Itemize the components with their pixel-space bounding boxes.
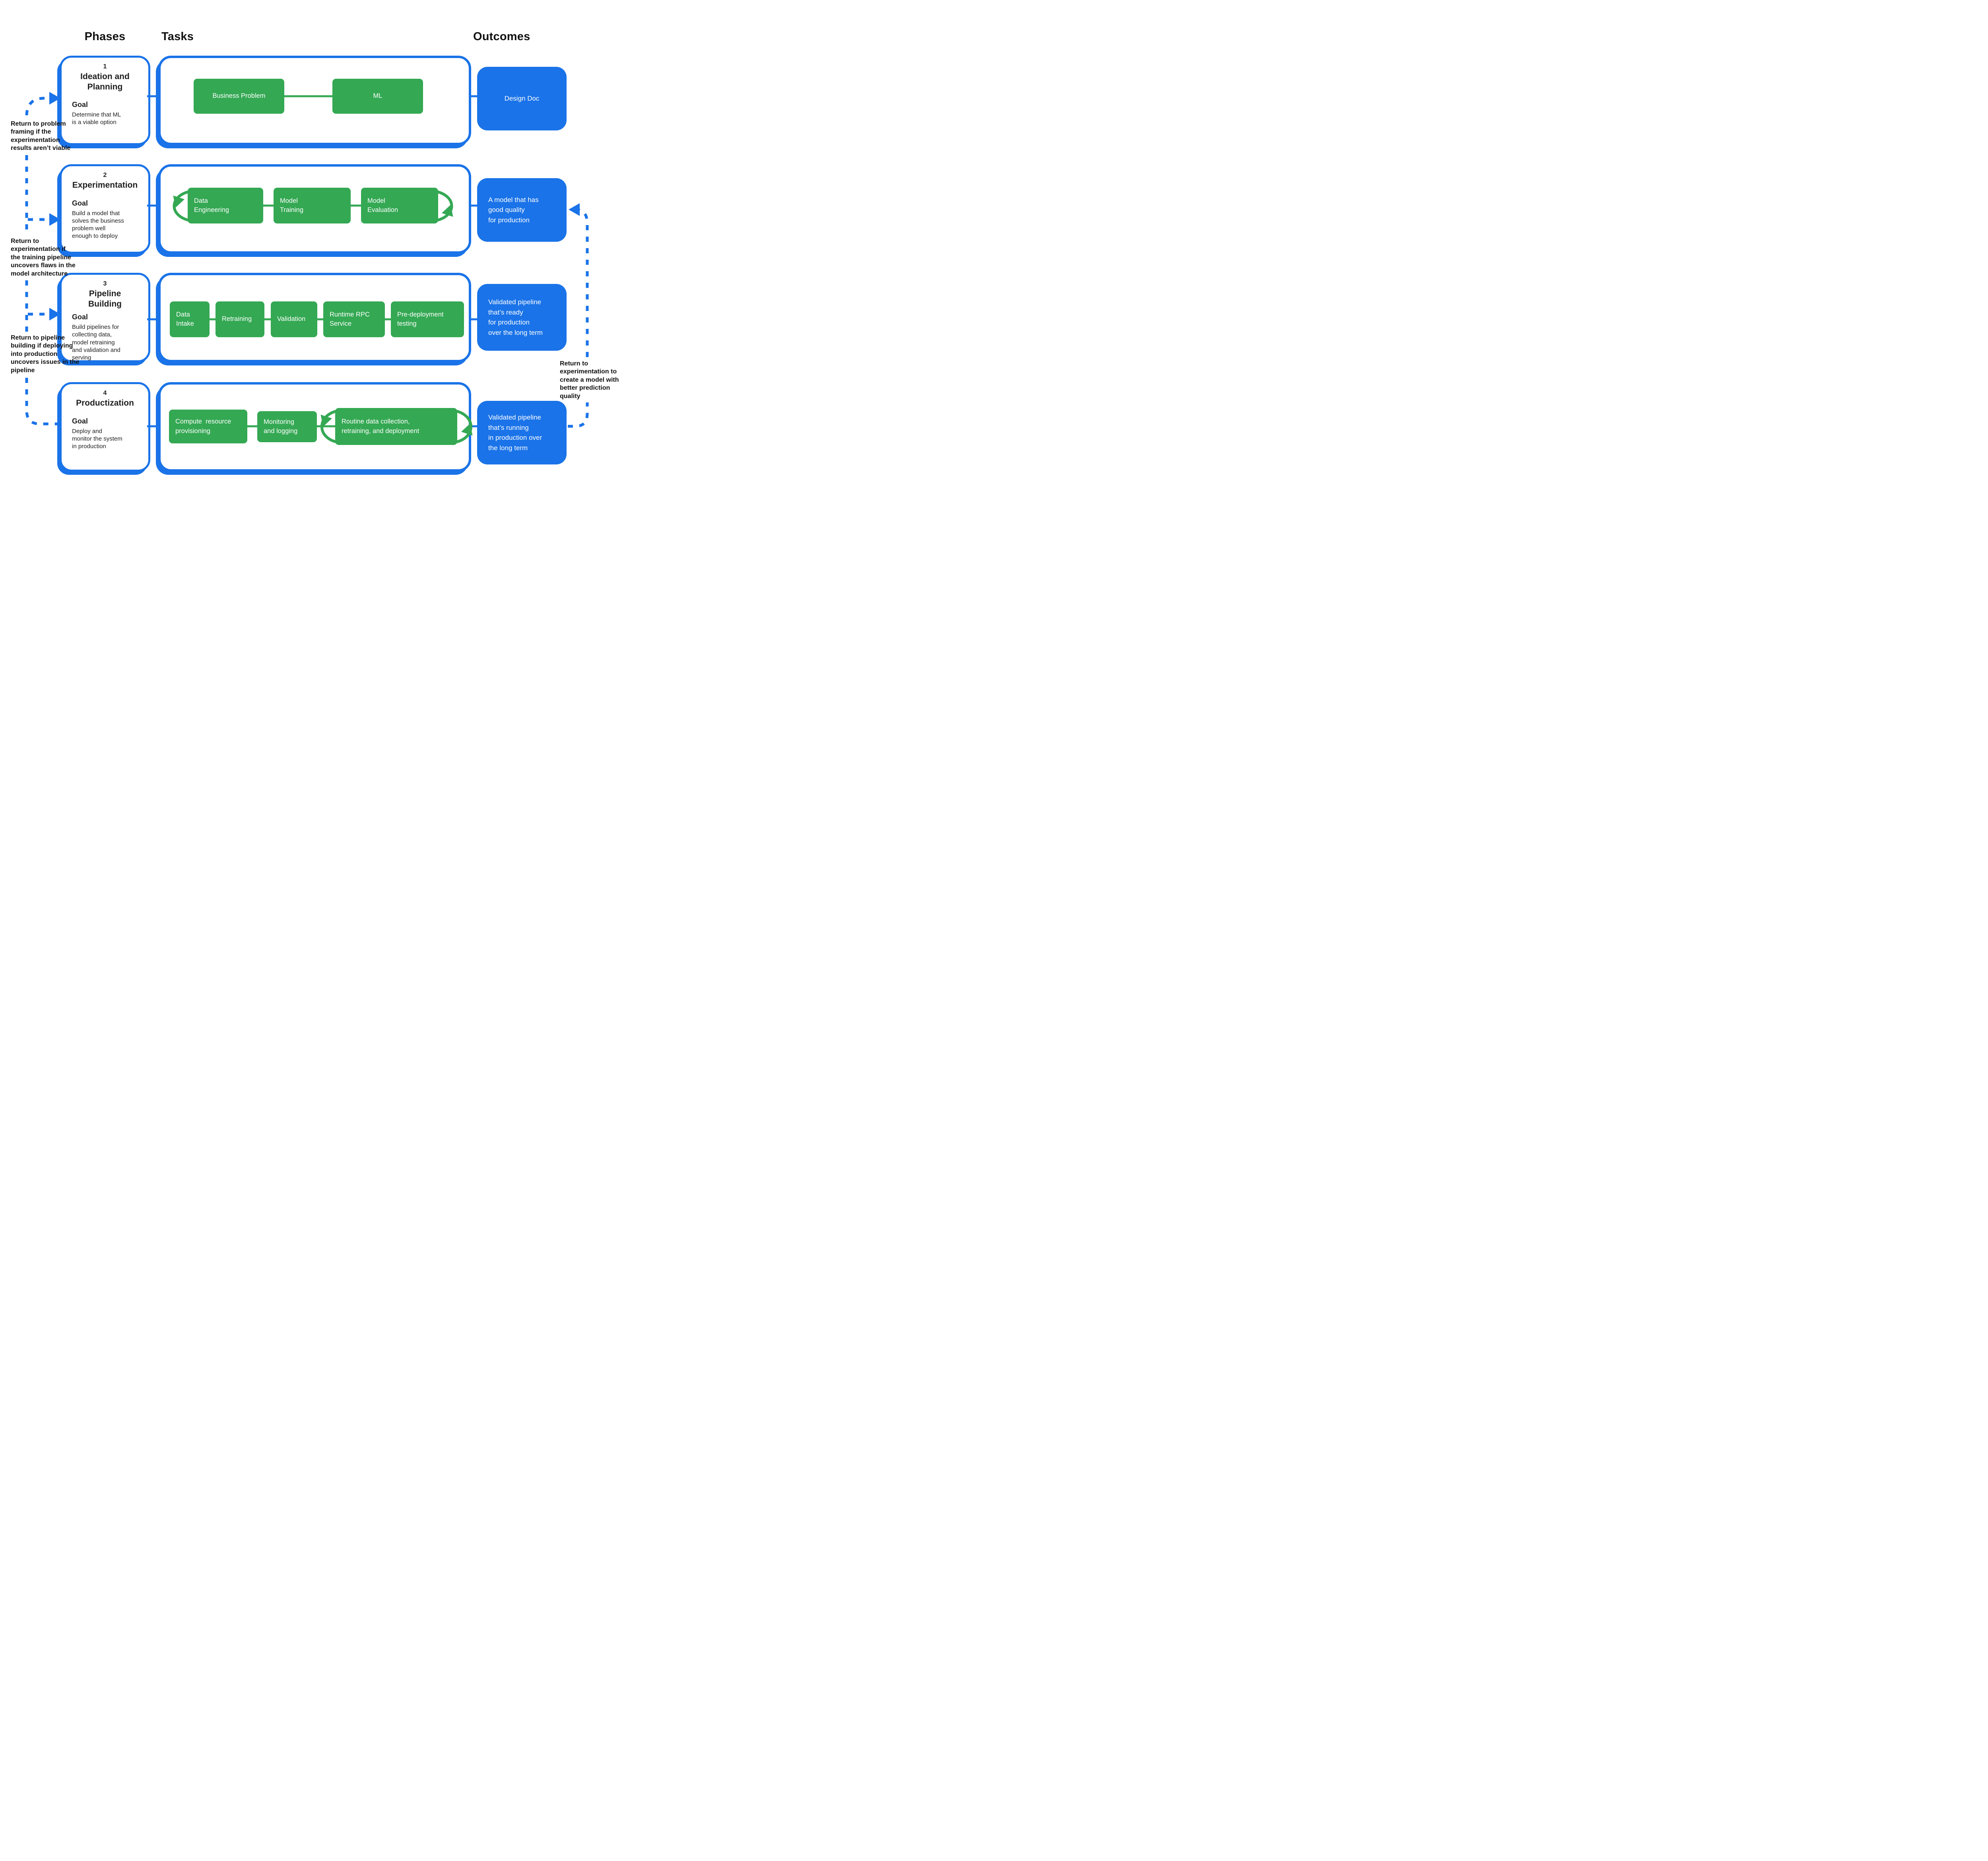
task-task-connectors — [210, 95, 391, 427]
feedback-arrowhead-ideation-icon — [49, 92, 60, 105]
note-return-to-problem-framing: Return to problem framing if the experim… — [11, 120, 71, 152]
tasks-column-header: Tasks — [161, 30, 194, 43]
phase-goal-block: Goal Deploy and monitor the system in pr… — [72, 417, 144, 451]
task-box-ml: ML — [332, 79, 423, 114]
phase-title: Pipeline Building — [88, 289, 122, 309]
task-box-pre-deployment-testing: Pre-deployment testing — [391, 301, 464, 337]
goal-text: Build pipelines for collecting data, mod… — [72, 324, 120, 361]
outcome-box-validated-pipeline-running: Validated pipeline that’s running in pro… — [477, 401, 567, 464]
feedback-arrowhead-model-quality-icon — [569, 203, 580, 216]
task-box-data-intake: Data Intake — [170, 301, 210, 337]
phase-number: 3 — [103, 280, 107, 287]
note-return-to-experimentation-quality: Return to experimentation to create a mo… — [560, 360, 619, 400]
goal-label: Goal — [72, 313, 88, 321]
phase-box-ideation-planning: 1 Ideation and Planning Goal Determine t… — [60, 56, 150, 145]
outcome-box-validated-pipeline-ready: Validated pipeline that’s ready for prod… — [477, 284, 567, 351]
phase-box-pipeline-building: 3 Pipeline Building Goal Build pipelines… — [60, 273, 150, 362]
goal-label: Goal — [72, 199, 88, 207]
note-return-to-pipeline-building: Return to pipeline building if deploying… — [11, 334, 80, 374]
phase-number: 2 — [103, 172, 107, 179]
phases-column-header: Phases — [84, 30, 126, 43]
goal-label: Goal — [72, 417, 88, 425]
goal-text: Build a model that solves the business p… — [72, 210, 124, 240]
phase-box-experimentation: 2 Experimentation Goal Build a model tha… — [60, 164, 150, 254]
phase-goal-block: Goal Build a model that solves the busin… — [72, 199, 144, 240]
phase-task-connectors — [147, 95, 161, 427]
task-box-compute-resource-provisioning: Compute resource provisioning — [169, 410, 247, 443]
task-box-model-evaluation: Model Evaluation — [361, 188, 438, 223]
feedback-arrowhead-experimentation-icon — [49, 213, 60, 226]
goal-label: Goal — [72, 101, 88, 109]
task-box-validation: Validation — [271, 301, 317, 337]
outcome-box-design-doc: Design Doc — [477, 67, 567, 130]
goal-text: Deploy and monitor the system in product… — [72, 427, 122, 450]
mlops-phases-diagram: Phases Tasks Outcomes 1 Ideation and Pla… — [0, 0, 623, 514]
phase-title: Ideation and Planning — [80, 72, 130, 91]
feedback-arrowhead-pipeline-building-icon — [49, 308, 60, 321]
phase-number: 1 — [103, 63, 107, 70]
phase-goal-block: Goal Determine that ML is a viable optio… — [72, 101, 144, 126]
task-outcome-connectors — [469, 95, 480, 427]
phase-title: Productization — [76, 398, 134, 408]
task-box-routine-data-collection: Routine data collection, retraining, and… — [335, 408, 457, 445]
phase-number: 4 — [103, 390, 107, 396]
task-box-monitoring-and-logging: Monitoring and logging — [257, 411, 317, 442]
goal-text: Determine that ML is a viable option — [72, 111, 121, 126]
phase-box-productization: 4 Productization Goal Deploy and monitor… — [60, 382, 150, 472]
task-box-runtime-rpc-service: Runtime RPC Service — [323, 301, 385, 337]
outcome-box-model-quality: A model that has good quality for produc… — [477, 178, 567, 242]
phase-goal-block: Goal Build pipelines for collecting data… — [72, 313, 144, 361]
task-box-business-problem: Business Problem — [194, 79, 284, 114]
phase-title: Experimentation — [72, 181, 138, 190]
task-box-model-training: Model Training — [274, 188, 351, 223]
task-box-data-engineering: Data Engineering — [188, 188, 263, 223]
outcomes-column-header: Outcomes — [473, 30, 530, 43]
task-box-retraining: Retraining — [215, 301, 264, 337]
note-return-to-experimentation: Return to experimentation if the trainin… — [11, 238, 76, 277]
